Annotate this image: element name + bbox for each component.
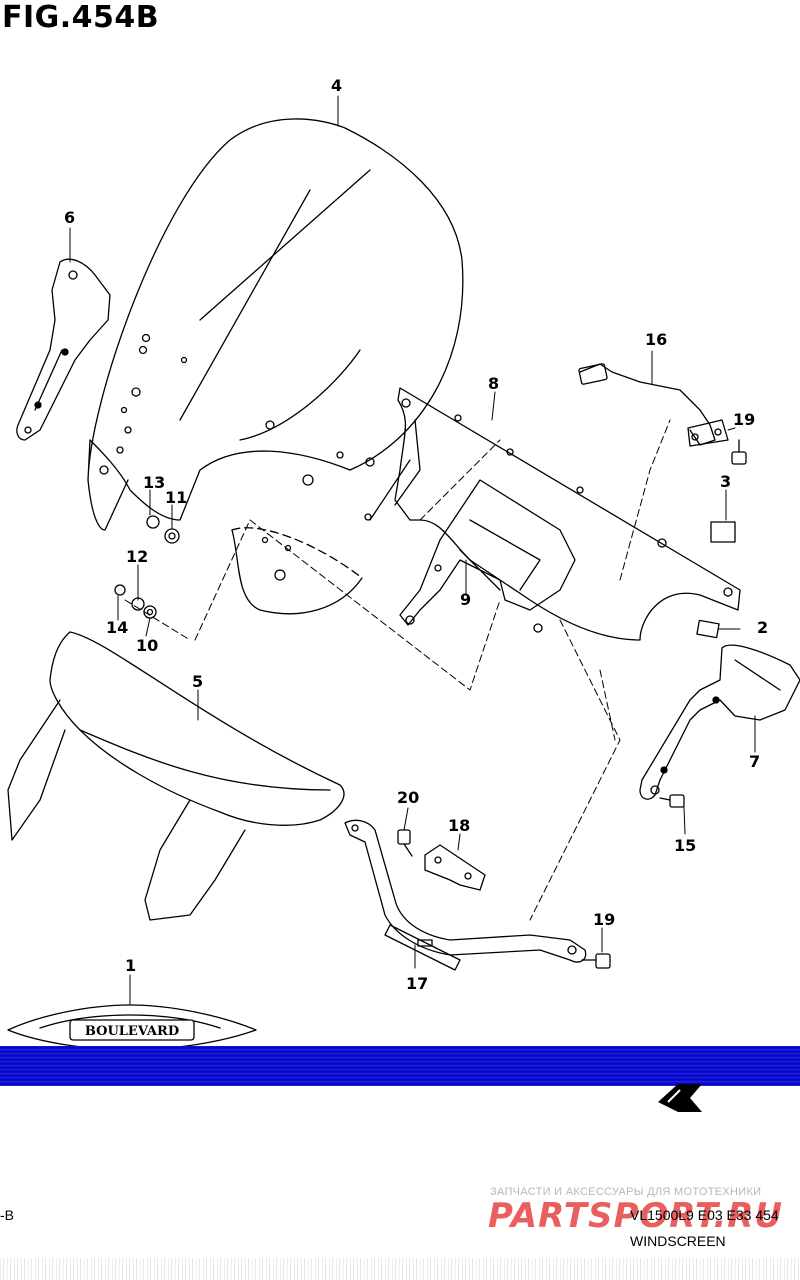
callout-5: 5 [192,672,204,691]
callout-19-lower: 19 [593,910,616,929]
bolt-part-15 [659,794,685,808]
callout-9: 9 [460,590,472,609]
bolt-part-20 [397,829,413,857]
emblem-text: BOULEVARD [85,1024,179,1039]
figure-title: FIG.454B [2,0,160,35]
assembly-guide-lines [124,419,671,921]
lower-cover-part-5 [7,631,345,921]
callout-15: 15 [674,836,697,855]
callout-7: 7 [749,752,761,771]
clamp-part-18 [424,844,486,891]
figure-caption: WINDSCREEN [630,1233,726,1249]
callout-18: 18 [448,816,471,835]
callout-8: 8 [488,374,500,393]
callout-16: 16 [645,330,668,349]
callout-1: 1 [125,956,137,975]
callout-11: 11 [165,488,188,507]
watermark-logo: PARTSPORT.RU [488,1196,784,1236]
right-stay-part-16 [578,363,729,447]
callout-6: 6 [64,208,76,227]
upper-bracket-part-8 [364,387,741,641]
model-code: VL1500L9 E03 E33 454 [630,1207,779,1223]
callout-4: 4 [331,76,343,95]
page-ref-fragment: -B [0,1207,14,1223]
fasteners-10-14 [114,515,180,619]
watermark-subtitle: ЗАПЧАСТИ И АКСЕССУАРЫ ДЛЯ МОТОТЕХНИКИ [490,1186,762,1198]
center-bracket-part-9 [399,479,576,633]
callout-3: 3 [720,472,732,491]
left-bracket-part-6 [16,258,111,441]
windscreen-part-4 [87,118,464,531]
front-arrow-icon [658,1084,702,1112]
lower-stay-part-17 [344,819,587,971]
callout-19-upper: 19 [733,410,756,429]
callout-13: 13 [143,473,166,492]
callout-20: 20 [397,788,420,807]
bolt-part-19-lower [581,953,611,969]
blue-band-divider [0,1046,800,1086]
leader-lines [69,95,756,1006]
windscreen-flange [231,527,363,615]
emblem-part-1: BOULEVARD [7,1004,257,1051]
right-bracket-part-7 [639,644,800,800]
callout-2: 2 [757,618,769,637]
callout-14: 14 [106,618,129,637]
callout-12: 12 [126,547,149,566]
bolt-part-19-upper [731,439,747,465]
cushion-part-2 [696,619,720,639]
cushion-part-3 [710,521,736,543]
scan-noise-strip [0,1258,800,1280]
callout-10: 10 [136,636,159,655]
callout-17: 17 [406,974,429,993]
